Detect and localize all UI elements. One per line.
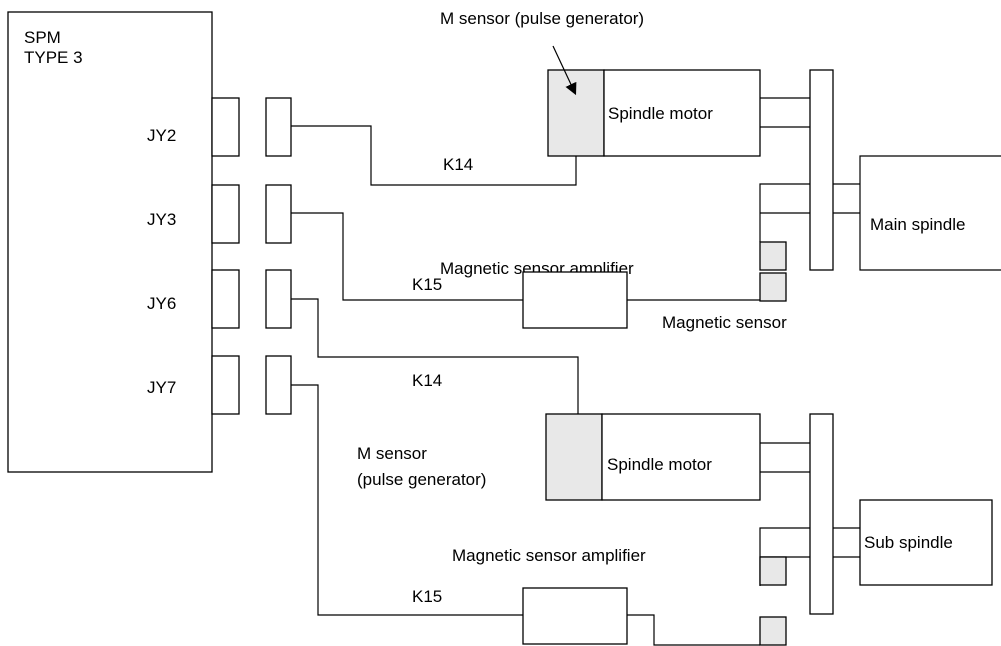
cable-plug-jy7 bbox=[265, 355, 292, 415]
sub-spindle-box bbox=[859, 499, 993, 586]
cable-label-jy6: K14 bbox=[412, 371, 442, 390]
m-sensor-upper bbox=[547, 69, 605, 157]
cable-label-jy2: K14 bbox=[443, 155, 473, 174]
main-spindle-box bbox=[859, 155, 1001, 271]
cable-jy2 bbox=[291, 125, 577, 186]
cable-plug-jy3 bbox=[265, 184, 292, 244]
m-sensor-lower bbox=[545, 413, 603, 501]
cable-label-jy3: K15 bbox=[412, 275, 442, 294]
spindle-motor-upper-label: Spindle motor bbox=[608, 104, 713, 123]
connector-label-jy3: JY3 bbox=[147, 210, 176, 229]
spindle-motor-lower-label: Spindle motor bbox=[607, 455, 712, 474]
cable-label-jy7: K15 bbox=[412, 587, 442, 606]
m-sensor-lower-label-1: M sensor bbox=[357, 444, 427, 463]
spm-type: TYPE 3 bbox=[24, 48, 83, 67]
main-spindle-label: Main spindle bbox=[870, 215, 965, 234]
connector-label-jy6: JY6 bbox=[147, 294, 176, 313]
cable-jy6 bbox=[291, 298, 579, 414]
connector-label-jy7: JY7 bbox=[147, 378, 176, 397]
magnetic-sensor-amplifier-upper bbox=[522, 271, 628, 329]
connector-socket-jy6 bbox=[211, 269, 240, 329]
sub-spindle-label: Sub spindle bbox=[864, 533, 953, 552]
m-sensor-upper-label: M sensor (pulse generator) bbox=[440, 9, 644, 28]
cable-plug-jy2 bbox=[265, 97, 292, 157]
magnetic-sensor-label: Magnetic sensor bbox=[662, 313, 787, 332]
connector-socket-jy2 bbox=[211, 97, 240, 157]
magnetic-sensor-upper-mount bbox=[759, 241, 787, 271]
connector-socket-jy7 bbox=[211, 355, 240, 415]
spm-title: SPM bbox=[24, 28, 61, 47]
transmission-shaft-upper bbox=[809, 69, 834, 271]
spindle-motor-lower bbox=[601, 413, 761, 501]
spindle-motor-upper bbox=[603, 69, 761, 157]
magnetic-sensor-lower-mount bbox=[759, 556, 787, 586]
sensor-bracket-upper bbox=[759, 183, 810, 242]
magnetic-sensor-upper bbox=[759, 272, 787, 302]
cable-jy7 bbox=[291, 384, 523, 616]
magnetic-sensor-lower bbox=[759, 616, 787, 646]
cable-plug-jy6 bbox=[265, 269, 292, 329]
connector-socket-jy3 bbox=[211, 184, 240, 244]
magnetic-sensor-amplifier-lower bbox=[522, 587, 628, 645]
spm-unit-box bbox=[7, 11, 213, 473]
mag-amp-lower-label: Magnetic sensor amplifier bbox=[452, 546, 646, 565]
transmission-shaft-lower bbox=[809, 413, 834, 615]
connector-label-jy2: JY2 bbox=[147, 126, 176, 145]
amp-to-sensor-line-lower bbox=[627, 614, 760, 646]
cable-jy3 bbox=[291, 212, 523, 301]
m-sensor-pointer-arrow bbox=[552, 45, 577, 96]
m-sensor-lower-label-2: (pulse generator) bbox=[357, 470, 486, 489]
